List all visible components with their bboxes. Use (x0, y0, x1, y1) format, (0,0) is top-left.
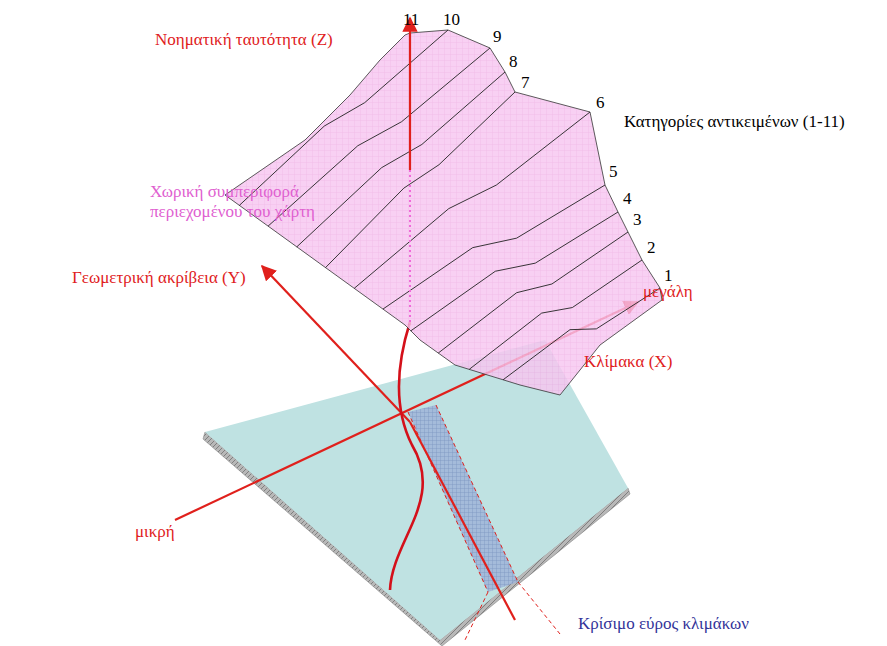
category-line (326, 92, 515, 268)
axis-end-label: μικρή (135, 522, 175, 542)
band-dash (465, 582, 560, 640)
axis-end-label: μεγάλη (643, 282, 693, 302)
z-axis (409, 18, 411, 170)
category-number: 2 (647, 238, 656, 258)
behaviour-curve (390, 322, 423, 590)
note-label: Κατηγορίες αντικειμένων (1-11) (624, 112, 845, 132)
category-number: 10 (443, 10, 460, 30)
category-line (268, 48, 490, 226)
band-dash (408, 405, 518, 592)
category-number: 5 (609, 162, 618, 182)
y-axis-lower (410, 422, 515, 620)
band-label: Κρίσιμο εύρος κλιμάκων (578, 614, 749, 634)
surface-label: Χωρική συμπεριφορά περιεχομένου του χάρτ… (150, 182, 325, 221)
category-line (354, 112, 590, 288)
category-number: 9 (493, 27, 502, 47)
axis-label: Νοηματική ταυτότητα (Z) (155, 30, 333, 50)
category-line (383, 185, 605, 309)
category-line (297, 72, 505, 247)
axis-label: Γεωμετρική ακρίβεια (Y) (72, 268, 246, 288)
category-number: 4 (623, 189, 632, 209)
category-number: 8 (509, 52, 518, 72)
category-number: 3 (633, 210, 642, 230)
category-number: 6 (596, 93, 605, 113)
category-number: 11 (403, 10, 419, 30)
category-line (411, 212, 618, 331)
critical-band (408, 405, 518, 592)
z-axis-hidden (409, 170, 411, 322)
axis-label: Κλίμακα (X) (584, 352, 672, 372)
category-line (438, 232, 628, 353)
category-number: 7 (521, 73, 530, 93)
